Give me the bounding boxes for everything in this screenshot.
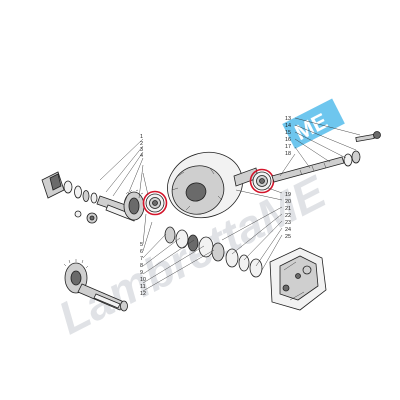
callout-22: 22 [285, 213, 291, 219]
gearbox-casing-part [269, 247, 327, 311]
bearing-right-part [252, 171, 272, 191]
callout-11: 11 [140, 284, 146, 290]
axle-shaft-part [271, 150, 361, 183]
callout-8: 8 [140, 263, 143, 269]
callout-18: 18 [285, 151, 291, 157]
bolt-part [355, 131, 381, 142]
highlight-circle-left [142, 190, 168, 216]
crown-gear-part [123, 189, 145, 221]
callout-1: 1 [140, 134, 143, 140]
callout-7: 7 [140, 256, 143, 262]
callout-20: 20 [285, 199, 291, 205]
callout-19: 19 [285, 192, 291, 198]
callout-24: 24 [285, 227, 291, 233]
lower-rings [164, 226, 263, 278]
callout-13: 13 [285, 116, 291, 122]
callout-15: 15 [285, 130, 291, 136]
callout-3: 3 [140, 147, 143, 153]
callout-12: 12 [140, 291, 146, 297]
callout-4: 4 [140, 153, 143, 159]
callout-23: 23 [285, 220, 291, 226]
callouts-upper-right: 13 14 15 16 17 18 [279, 116, 361, 177]
callout-2: 2 [140, 141, 143, 147]
bearing-left-part [145, 193, 165, 213]
callouts-left: 1 2 3 4 5 6 7 8 9 10 11 12 [99, 134, 215, 297]
callout-6: 6 [140, 249, 143, 255]
brake-drum-part [167, 151, 259, 219]
callout-10: 10 [140, 277, 146, 283]
callout-14: 14 [285, 123, 291, 129]
callouts-lower-right: 19 20 21 22 23 24 25 [221, 187, 291, 271]
left-flange-part [41, 171, 73, 199]
callout-17: 17 [285, 144, 291, 150]
lower-gear-shaft-part [63, 259, 128, 312]
left-nut [74, 210, 98, 224]
watermark-badge-bg [282, 98, 345, 149]
callout-21: 21 [285, 206, 291, 212]
callout-16: 16 [285, 137, 291, 143]
callout-5: 5 [140, 242, 143, 248]
callout-9: 9 [140, 270, 143, 276]
left-washers [74, 185, 98, 204]
callout-25: 25 [285, 234, 291, 240]
